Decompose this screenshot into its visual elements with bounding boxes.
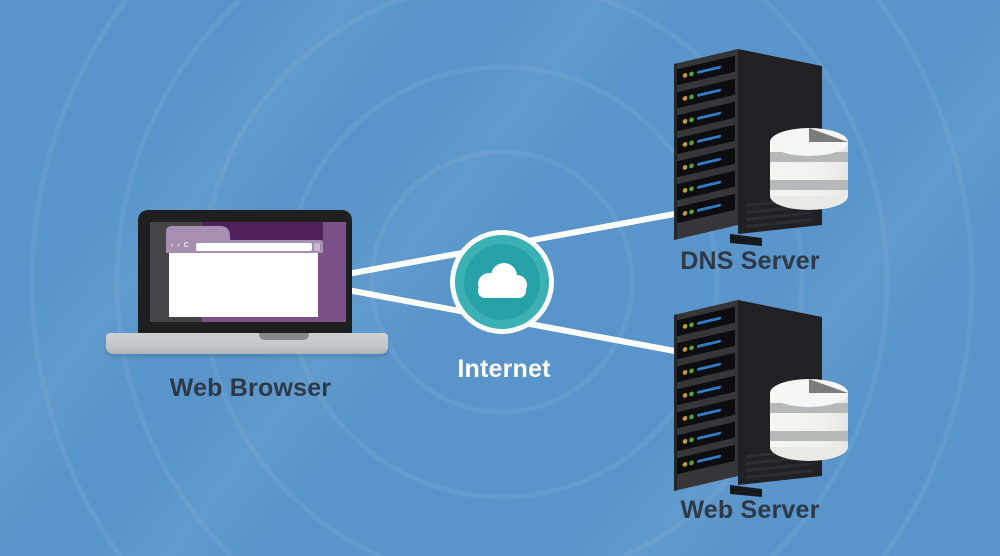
address-bar-end (314, 243, 320, 251)
web-server-node (660, 295, 860, 507)
cloud-icon (478, 263, 527, 298)
web-browser-label: Web Browser (169, 374, 332, 402)
browser-page-content (169, 253, 318, 317)
laptop-base-notch (259, 333, 309, 340)
server-rack-icon (674, 49, 848, 246)
browser-tab (166, 226, 230, 242)
server-rack-icon (674, 300, 848, 497)
dns-server-node (660, 44, 860, 256)
dns-server-graphic (660, 44, 860, 256)
web-browser-node: ‹ › C (106, 210, 388, 354)
refresh-icon: C (183, 242, 189, 249)
internet-label: Internet (457, 355, 551, 383)
forward-icon: › (177, 242, 180, 249)
laptop-screen: ‹ › C (150, 222, 346, 322)
browser-nav-icons: ‹ › C (171, 240, 191, 253)
address-bar (196, 243, 312, 251)
browser-toolbar: ‹ › C (166, 240, 323, 253)
browser-window: ‹ › C (166, 226, 323, 320)
dns-server-label: DNS Server (680, 247, 820, 275)
back-icon: ‹ (171, 242, 174, 249)
radar-rings (29, 0, 975, 556)
web-server-label: Web Server (680, 496, 820, 524)
browser-window-strip (202, 222, 323, 240)
internet-node (450, 230, 554, 334)
laptop-base (106, 333, 388, 354)
web-server-graphic (660, 295, 860, 507)
